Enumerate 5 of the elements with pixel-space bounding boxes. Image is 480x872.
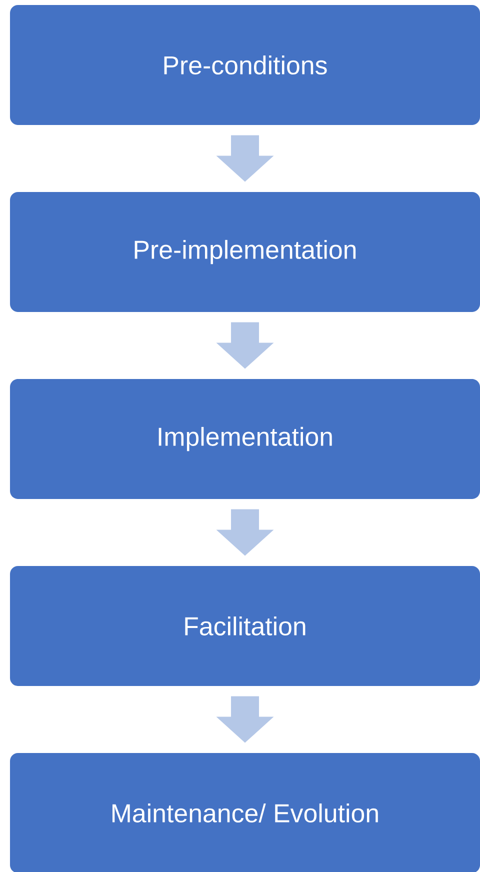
process-box: Pre-conditions (10, 5, 480, 125)
process-box: Implementation (10, 379, 480, 499)
process-box: Facilitation (10, 566, 480, 686)
process-box: Maintenance/ Evolution (10, 753, 480, 872)
process-box: Pre-implementation (10, 192, 480, 312)
